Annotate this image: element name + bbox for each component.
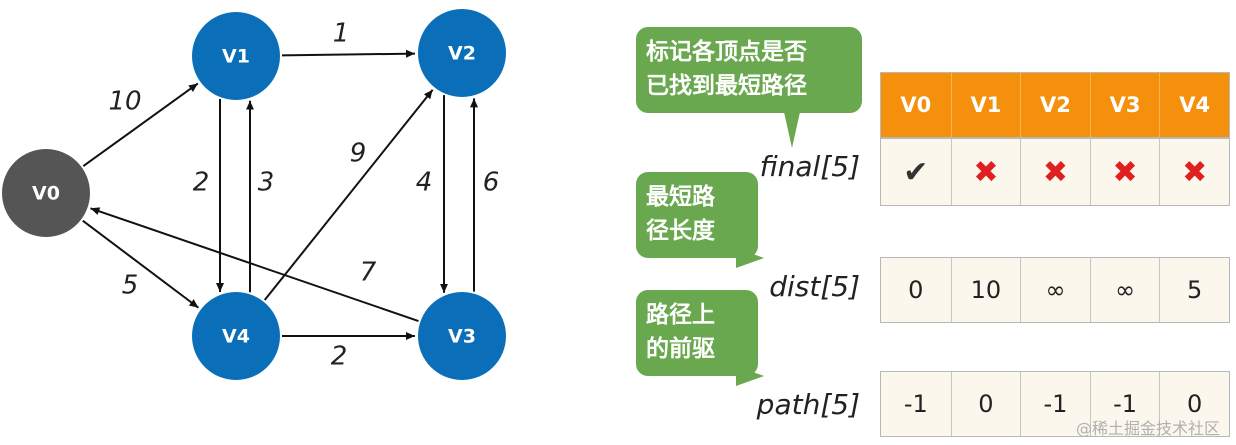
final-cell-v0: ✔ bbox=[881, 139, 951, 205]
vertex-header-row: V0 V1 V2 V3 V4 bbox=[880, 72, 1230, 138]
node-circle bbox=[192, 12, 280, 100]
node-label: V0 bbox=[32, 183, 60, 205]
final-note-line-1: 标记各顶点是否 bbox=[646, 39, 807, 65]
edge-weight-label: 3 bbox=[258, 168, 275, 198]
path-note-tail bbox=[736, 366, 764, 386]
edge-weight-label: 1 bbox=[333, 19, 350, 49]
edge-v0-v4 bbox=[82, 219, 200, 309]
node-label: V1 bbox=[222, 46, 250, 68]
dist-cell: 0 bbox=[881, 258, 951, 322]
node-circle bbox=[2, 149, 90, 237]
final-cell-v1: ✖ bbox=[950, 139, 1021, 205]
edge-v3-v0 bbox=[90, 207, 419, 322]
final-cell-v2: ✖ bbox=[1020, 139, 1090, 205]
check-icon: ✔ bbox=[903, 154, 929, 190]
header-cell: V3 bbox=[1089, 73, 1160, 137]
path-array-row: -1 0 -1 -1 0 bbox=[880, 371, 1230, 437]
path-array-label: path[5] bbox=[756, 388, 860, 421]
edge-weight-label: 4 bbox=[416, 168, 433, 198]
node-circle bbox=[192, 292, 280, 380]
final-note-bubble: 标记各顶点是否 已找到最短路径 bbox=[636, 27, 862, 113]
node-v2: V2 bbox=[418, 9, 506, 97]
path-cell: -1 bbox=[881, 372, 951, 436]
dist-cell: 5 bbox=[1159, 258, 1229, 322]
dist-cell: ∞ bbox=[1020, 258, 1090, 322]
cross-icon: ✖ bbox=[1042, 154, 1069, 190]
edge-weight-label: 5 bbox=[122, 271, 139, 301]
edge-weight-label: 2 bbox=[331, 342, 348, 372]
node-v0: V0 bbox=[2, 149, 90, 237]
dist-note-tail bbox=[736, 248, 764, 268]
node-label: V4 bbox=[222, 326, 250, 348]
header-cell: V4 bbox=[1159, 73, 1229, 137]
dist-cell: 10 bbox=[950, 258, 1021, 322]
edge-v1-v2 bbox=[281, 49, 416, 58]
final-note-line-2: 已找到最短路径 bbox=[646, 73, 807, 99]
path-note-line-1: 路径上 bbox=[646, 302, 715, 328]
node-circle bbox=[418, 9, 506, 97]
edge-v0-v1 bbox=[82, 82, 199, 167]
edge-weight-label: 9 bbox=[350, 139, 367, 169]
cross-icon: ✖ bbox=[1182, 154, 1208, 190]
cross-icon: ✖ bbox=[973, 154, 999, 190]
node-v4: V4 bbox=[192, 292, 280, 380]
edge-weight-label: 7 bbox=[360, 258, 377, 288]
edge-weight-label: 10 bbox=[108, 87, 141, 117]
edge-weight-label: 6 bbox=[483, 168, 500, 198]
node-v1: V1 bbox=[192, 12, 280, 100]
edge-weight-label: 2 bbox=[193, 168, 210, 198]
dist-note-line-2: 径长度 bbox=[646, 218, 715, 244]
node-circle bbox=[418, 292, 506, 380]
final-cell-v4: ✖ bbox=[1159, 139, 1229, 205]
final-array-label: final[5] bbox=[759, 150, 860, 183]
header-cell: V2 bbox=[1020, 73, 1090, 137]
dist-note-line-1: 最短路 bbox=[646, 184, 715, 210]
path-cell: -1 bbox=[1089, 372, 1160, 436]
header-cell: V0 bbox=[881, 73, 951, 137]
dist-array-label: dist[5] bbox=[769, 270, 860, 303]
cross-icon: ✖ bbox=[1112, 154, 1138, 190]
dist-array-row: 0 10 ∞ ∞ 5 bbox=[880, 257, 1230, 323]
final-note-tail bbox=[784, 112, 800, 148]
dist-cell: ∞ bbox=[1089, 258, 1160, 322]
path-cell: -1 bbox=[1020, 372, 1090, 436]
path-cell: 0 bbox=[950, 372, 1021, 436]
path-cell: 0 bbox=[1159, 372, 1229, 436]
watermark: @稀土掘金技术社区 bbox=[1075, 419, 1220, 438]
final-array-row: ✔ ✖ ✖ ✖ ✖ bbox=[880, 138, 1230, 206]
edge-v4-v2 bbox=[263, 89, 434, 301]
header-cell: V1 bbox=[950, 73, 1021, 137]
dist-note-bubble: 最短路 径长度 bbox=[636, 172, 758, 258]
node-label: V2 bbox=[448, 43, 476, 65]
final-cell-v3: ✖ bbox=[1089, 139, 1160, 205]
node-label: V3 bbox=[448, 326, 476, 348]
node-v3: V3 bbox=[418, 292, 506, 380]
path-note-line-2: 的前驱 bbox=[646, 336, 715, 362]
path-note-bubble: 路径上 的前驱 bbox=[636, 290, 758, 376]
